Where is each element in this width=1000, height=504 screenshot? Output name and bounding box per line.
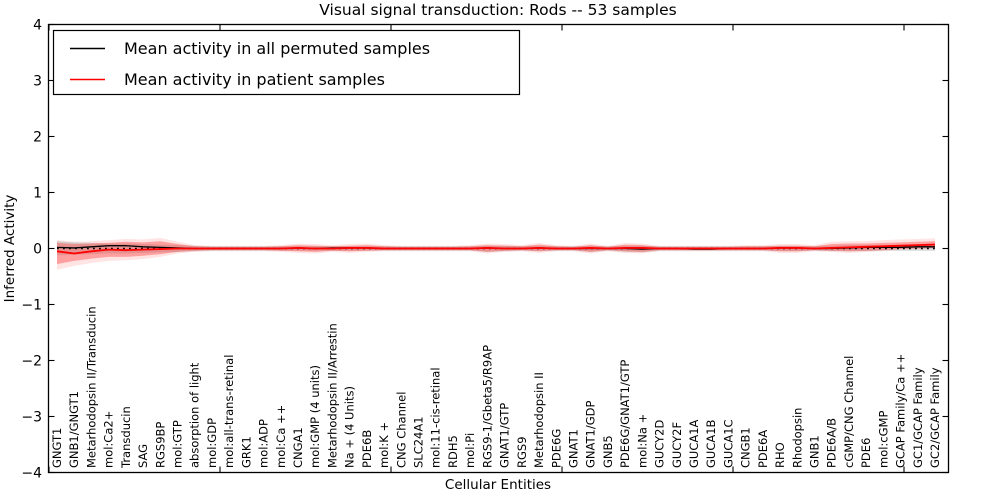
x-category-label: PDE6A — [756, 430, 770, 468]
x-category-label: mol:Na + — [635, 414, 649, 468]
x-category-label: Transducin — [119, 406, 133, 469]
x-category-label: RHO — [773, 442, 787, 468]
band-patient-std — [57, 241, 935, 265]
x-category-label: absorption of light — [188, 362, 202, 468]
x-category-label: SLC24A1 — [412, 416, 426, 468]
x-category-label: GUCA1C — [721, 419, 735, 468]
x-category-label: GNGT1 — [50, 428, 64, 468]
x-category-label: RDH5 — [446, 435, 460, 468]
band-layer — [57, 237, 935, 270]
x-category-label: PDE6G/GNAT1/GTP — [618, 360, 632, 468]
x-category-label: PDE6 — [859, 438, 873, 468]
x-category-label: CNG Channel — [394, 392, 408, 468]
x-category-label: GUCY2F — [670, 422, 684, 468]
x-category-label: CNGB1 — [739, 427, 753, 468]
x-category-label: GRK1 — [239, 436, 253, 468]
x-category-label: GNAT1/GTP — [498, 403, 512, 468]
x-category-label: mol:ADP — [257, 419, 271, 468]
x-category-label: GNAT1/GDP — [584, 401, 598, 468]
legend-label-patient: Mean activity in patient samples — [124, 70, 385, 89]
series-layer — [56, 243, 936, 255]
x-category-label: mol:Ca2+ — [102, 411, 116, 468]
legend-label-permuted: Mean activity in all permuted samples — [124, 39, 430, 58]
x-category-label: RGS9 — [515, 436, 529, 468]
x-category-label: mol:GMP (4 units) — [308, 365, 322, 468]
x-category-label: GUCA1B — [704, 419, 718, 468]
x-category-label: Metarhodopsin II/Transducin — [84, 306, 98, 468]
x-category-label: PDE6G — [549, 429, 563, 468]
y-tick-label: 0 — [33, 242, 42, 258]
x-category-label: Metarhodopsin II/Arrestin — [325, 323, 339, 468]
x-category-label: mol:cGMP — [876, 411, 890, 468]
x-axis-label: Cellular Entities — [445, 477, 551, 493]
legend: Mean activity in all permuted samples Me… — [52, 29, 521, 96]
x-category-label: GCAP Family/Ca ++ — [894, 354, 908, 468]
band-patient-std-outer — [57, 237, 935, 270]
x-category-label: GUCY2D — [653, 420, 667, 468]
y-tick-label: −2 — [21, 354, 42, 370]
x-category-label: mol:11-cis-retinal — [429, 367, 443, 468]
y-tick-label: −3 — [21, 410, 42, 426]
x-category-label: GC2/GCAP Family — [928, 367, 942, 468]
chart-title: Visual signal transduction: Rods -- 53 s… — [319, 1, 676, 19]
series-line-1 — [56, 243, 936, 255]
x-category-label: mol:GTP — [171, 420, 185, 468]
axis-ticks — [48, 23, 949, 474]
y-tick-labels: 4 3 2 1 0 −1 −2 −3 −4 — [21, 18, 42, 482]
x-category-label: RGS9BP — [153, 422, 167, 468]
y-tick-label: 1 — [33, 186, 42, 202]
x-category-label: mol:K + — [377, 422, 391, 468]
y-tick-label: 4 — [33, 18, 42, 34]
y-tick-label: 3 — [33, 74, 42, 90]
x-category-label: GNB5 — [601, 435, 615, 468]
x-category-label: mol:all-trans-retinal — [222, 355, 236, 468]
y-tick-label: −1 — [21, 298, 42, 314]
y-tick-label: −4 — [21, 466, 42, 482]
x-category-label: PDE6A/B — [825, 418, 839, 468]
x-category-label: CNGA1 — [291, 427, 305, 468]
x-category-label: RGS9-1/Gbeta5/R9AP — [480, 345, 494, 468]
x-category-label: GNB1 — [807, 435, 821, 468]
y-tick-label: 2 — [33, 130, 42, 146]
x-category-label: GUCA1A — [687, 419, 701, 468]
legend-box — [52, 29, 521, 96]
x-category-label: PDE6B — [360, 430, 374, 468]
x-category-label: mol:GDP — [205, 418, 219, 468]
x-category-label: GNAT1 — [566, 429, 580, 468]
x-category-label: mol:Ca ++ — [274, 405, 288, 468]
x-category-label: SAG — [136, 444, 150, 468]
x-category-label: Metarhodopsin II — [532, 372, 546, 468]
x-category-label: Rhodopsin — [790, 408, 804, 468]
x-category-label: GC1/GCAP Family — [911, 367, 925, 468]
x-category-label: cGMP/CNG Channel — [842, 356, 856, 468]
x-category-label: mol:Pi — [463, 433, 477, 468]
x-category-label: GNB1/GNGT1 — [67, 391, 81, 468]
y-axis-label: Inferred Activity — [2, 195, 18, 303]
x-category-label: Na + (4 Units) — [343, 386, 357, 468]
